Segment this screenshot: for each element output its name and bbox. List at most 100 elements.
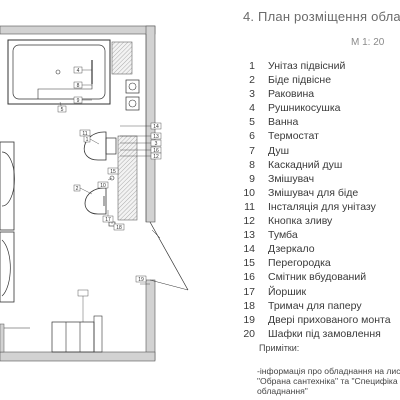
tag-20 [77, 289, 89, 297]
tag-8: 8 [73, 81, 83, 89]
wall-bottom [0, 351, 156, 362]
bathtub-inner [12, 44, 106, 100]
door-hinge-line [151, 229, 161, 239]
tag-13-label: 13 [153, 134, 159, 140]
legend-item: 16 Смітник вбудований [226, 270, 391, 284]
legend-number: 20 [243, 327, 255, 340]
towel-dryer-box [125, 96, 140, 111]
cabinet-top [0, 141, 15, 231]
legend-item: 4 Рушникосушка [226, 101, 391, 115]
legend-label: Двері прихованого монта [268, 313, 391, 326]
legend-label: Йоршик [268, 285, 307, 298]
legend-number: 9 [249, 172, 255, 185]
legend-label: Рушникосушка [268, 102, 341, 115]
legend-label: Змішувач [268, 172, 315, 185]
legend-number: 16 [243, 271, 255, 284]
floor-plan: 4 8 9 5 14 13 3 16 12 11 15 1 2 10 17 18… [0, 25, 189, 362]
door-swing-line [149, 279, 189, 291]
legend-label: Термостат [268, 130, 319, 143]
legend-label: Тримач для паперу [268, 299, 362, 312]
legend-label: Шафки під замовлення [268, 327, 381, 340]
legend-label: Змішувач для біде [268, 186, 359, 199]
legend-item: 2 Біде підвісне [226, 73, 391, 87]
thermostat-box [125, 79, 140, 94]
notes-title: Примітки: [259, 343, 300, 353]
scale-label: М 1: 20 [351, 37, 385, 48]
note-line: -інформація про обладнання на лис [257, 366, 400, 376]
tag-17-label: 17 [105, 217, 111, 223]
toilet-brush [109, 175, 115, 181]
leader-line [79, 187, 93, 195]
legend-item: 18 Тримач для паперу [226, 299, 391, 313]
tag-19: 19 [135, 275, 147, 283]
legend-item: 17 Йоршик [226, 285, 391, 299]
legend-label: Перегородка [268, 257, 331, 270]
legend-number: 3 [249, 88, 255, 101]
tag-3: 3 [150, 139, 162, 147]
tag-2-label: 2 [76, 186, 79, 192]
tag-16-label: 16 [153, 148, 159, 154]
wall-top [0, 25, 156, 35]
legend-number: 12 [243, 215, 255, 228]
legend-label: Дзеркало [268, 243, 315, 256]
tag-18-label: 18 [116, 225, 122, 231]
tag-10: 10 [97, 181, 109, 189]
legend-item: 9 Змішувач [226, 172, 391, 186]
cabinet-end [93, 315, 103, 353]
wall-stub-left [0, 323, 5, 353]
bidet-bowl [84, 187, 107, 215]
page-title: 4. План розміщення обла [243, 9, 400, 24]
thermostat-knob [128, 82, 137, 91]
bathtub-drain [55, 69, 61, 75]
legend-label: Біде підвісне [268, 74, 332, 87]
legend-number: 2 [249, 74, 255, 87]
tag-8-label: 8 [77, 83, 80, 89]
towel-dryer-knob [128, 99, 137, 108]
legend-item: 10 Змішувач для біде [226, 186, 391, 200]
tag-14-label: 14 [153, 124, 159, 130]
tag-9: 9 [73, 96, 83, 104]
tag-15: 15 [107, 167, 119, 175]
legend-label: Смітник вбудований [268, 271, 367, 284]
legend-number: 17 [243, 285, 255, 298]
washer-door-2 [1, 239, 11, 297]
tag-10-label: 10 [100, 183, 106, 189]
legend-label: Ванна [268, 116, 299, 129]
tag-15-label: 15 [110, 169, 116, 175]
legend-item: 20 Шафки під замовлення [226, 327, 391, 341]
tag-17: 17 [102, 215, 114, 223]
tag-16: 16 [150, 146, 162, 154]
shower-hose [37, 70, 93, 99]
legend-label: Унітаз підвісний [268, 60, 346, 72]
cabinet-bottom [0, 231, 15, 303]
note-line: обладнання" [257, 386, 308, 396]
legend-label: Кнопка зливу [268, 215, 333, 228]
tag-11: 11 [79, 129, 91, 137]
tag-19-label: 19 [138, 277, 144, 283]
tag-18: 18 [113, 223, 125, 231]
legend-number: 7 [249, 144, 255, 157]
tag-1-label: 1 [86, 137, 89, 143]
tag-1: 1 [83, 135, 91, 143]
tag-2: 2 [73, 184, 81, 192]
legend-number: 11 [244, 200, 255, 213]
legend-label: Тумба [268, 229, 298, 242]
legend-number: 4 [249, 102, 255, 115]
legend-number: 18 [243, 299, 255, 312]
tag-13: 13 [150, 132, 162, 140]
partition-15 [117, 135, 138, 221]
legend-number: 10 [243, 186, 255, 199]
tag-11-label: 11 [82, 131, 87, 137]
tag-12: 12 [150, 152, 162, 160]
leader-line [89, 138, 100, 145]
legend-number: 8 [249, 158, 255, 171]
